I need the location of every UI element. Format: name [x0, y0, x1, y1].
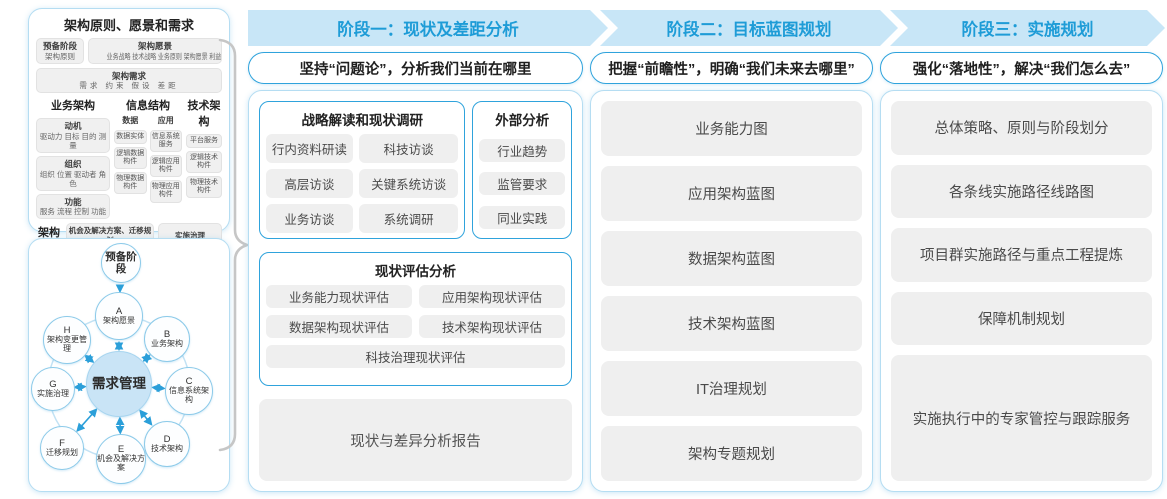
technology-architecture-column: 技术架构 平台服务 逻辑技术构件 物理技术构件 — [186, 96, 222, 199]
motivation-items: 驱动力 目标 目的 测量 — [39, 131, 107, 150]
motivation-title: 动机 — [64, 121, 82, 132]
data-cell: 数据实体 — [114, 130, 147, 145]
phase3-item: 各条线实施路径线路图 — [891, 164, 1152, 219]
external-item: 行业趋势 — [479, 138, 565, 162]
phase3-content-panel: 总体策略、原则与阶段划分 各条线实施路径线路图 项目群实施路径与重点工程提炼 保… — [880, 90, 1163, 492]
research-item: 行内资料研读 — [266, 134, 353, 163]
adm-center-circle: 需求管理 — [86, 351, 152, 417]
phase2-item: 应用架构蓝图 — [601, 166, 862, 221]
phase3-item: 保障机制规划 — [891, 291, 1152, 346]
adm-prep-label: 预备阶段 — [105, 250, 137, 275]
application-cell: 物理应用构件 — [149, 180, 182, 203]
function-title: 功能 — [64, 196, 82, 207]
technology-cell: 平台服务 — [186, 134, 222, 149]
adm-prep-circle: 预备阶段 — [101, 243, 141, 283]
phase3-item: 项目群实施路径与重点工程提炼 — [891, 228, 1152, 282]
prep-title: 预备阶段 — [42, 41, 77, 51]
application-subcolumn: 应用 信息系统服务 逻辑应用构件 物理应用构件 — [149, 115, 182, 203]
phase-header-band: 阶段一：现状及差距分析 阶段二：目标蓝图规划 阶段三：实施规划 — [248, 10, 1167, 46]
information-structure-column: 信息结构 数据 数据实体 逻辑数据构件 物理数据构件 应用 信息系统服务 逻辑应… — [114, 96, 182, 203]
application-cell: 逻辑应用构件 — [149, 155, 182, 178]
business-architecture-column: 业务架构 动机 驱动力 目标 目的 测量 组织 组织 位置 驱动者 角色 功能 … — [36, 96, 110, 220]
phase2-header: 阶段二：目标蓝图规划 — [666, 21, 832, 39]
req-items: 需求 约束 假设 差距 — [79, 81, 179, 91]
architecture-requirements-box: 架构需求 需求 约束 假设 差距 — [36, 67, 222, 94]
research-item: 业务访谈 — [266, 204, 353, 233]
assessment-item: 数据架构现状评估 — [266, 315, 412, 338]
phase-band-arrows — [248, 10, 1165, 46]
function-items: 服务 流程 控制 功能 — [39, 207, 107, 217]
business-architecture-title: 业务架构 — [51, 100, 95, 113]
phase3-item: 实施执行中的专家管控与跟踪服务 — [891, 355, 1152, 482]
external-analysis-group: 外部分析 行业趋势 监管要求 同业实践 — [472, 101, 572, 239]
phase2-subtitle: 把握“前瞻性”，明确“我们未来去哪里” — [590, 52, 873, 84]
information-structure-title: 信息结构 — [126, 100, 170, 113]
technology-architecture-title: 技术架构 — [187, 100, 221, 129]
research-group-title: 战略解读和现状调研 — [301, 113, 423, 128]
architecture-framework-panel: 架构原则、愿景和需求 预备阶段 架构原则 架构愿景 业务战略 技术战略 业务原则… — [28, 8, 230, 257]
assessment-item: 应用架构现状评估 — [419, 285, 565, 308]
vision-title: 架构愿景 — [137, 41, 172, 51]
data-subcolumn: 数据 数据实体 逻辑数据构件 物理数据构件 — [114, 115, 147, 202]
assessment-item-full: 科技治理现状评估 — [266, 345, 565, 368]
external-group-title: 外部分析 — [495, 113, 550, 128]
motivation-box: 动机 驱动力 目标 目的 测量 — [36, 118, 110, 153]
technology-cell: 逻辑技术构件 — [186, 151, 222, 174]
research-item: 高层访谈 — [266, 169, 353, 198]
external-item: 同业实践 — [479, 205, 565, 229]
adm-center-label: 需求管理 — [92, 375, 146, 391]
prep-sub: 架构原则 — [45, 51, 75, 61]
phase2-item: IT治理规划 — [601, 361, 862, 416]
assessment-group-title: 现状评估分析 — [375, 264, 456, 279]
external-item: 监管要求 — [479, 172, 565, 195]
data-cell: 逻辑数据构件 — [114, 147, 147, 170]
function-box: 功能 服务 流程 控制 功能 — [36, 193, 110, 220]
application-cell: 信息系统服务 — [149, 130, 182, 153]
phase1-header: 阶段一：现状及差距分析 — [337, 21, 519, 39]
research-item: 关键系统访谈 — [358, 169, 459, 198]
phase1-content-panel: 战略解读和现状调研 行内资料研读 科技访谈 高层访谈 关键系统访谈 业务访谈 系… — [248, 90, 583, 492]
organization-items: 组织 位置 驱动者 角色 — [39, 169, 107, 188]
research-item: 科技访谈 — [358, 134, 459, 163]
assessment-item: 业务能力现状评估 — [266, 285, 412, 308]
data-title: 数据 — [122, 116, 139, 126]
technology-cell: 物理技术构件 — [186, 176, 222, 199]
phase1-subtitle: 坚持“问题论”，分析我们当前在哪里 — [248, 52, 583, 84]
gap-analysis-report-box: 现状与差异分析报告 — [259, 399, 572, 481]
architecture-vision-box: 架构愿景 业务战略 技术战略 业务原则 架构愿景 利益相关者 — [88, 38, 222, 64]
assessment-item: 技术架构现状评估 — [419, 315, 565, 338]
phase3-subtitle: 强化“落地性”，解决“我们怎么去” — [880, 52, 1163, 84]
phase2-content-panel: 业务能力图 应用架构蓝图 数据架构蓝图 技术架构蓝图 IT治理规划 架构专题规划 — [590, 90, 873, 492]
research-item: 系统调研 — [358, 204, 459, 233]
assessment-group: 现状评估分析 业务能力现状评估 应用架构现状评估 数据架构现状评估 技术架构现状… — [259, 252, 572, 386]
framework-row-prep-vision: 预备阶段 架构原则 架构愿景 业务战略 技术战略 业务原则 架构愿景 利益相关者 — [36, 38, 222, 64]
phase2-item: 技术架构蓝图 — [601, 296, 862, 351]
framework-columns: 业务架构 动机 驱动力 目标 目的 测量 组织 组织 位置 驱动者 角色 功能 … — [36, 96, 222, 220]
organization-box: 组织 组织 位置 驱动者 角色 — [36, 155, 110, 191]
phase3-item: 总体策略、原则与阶段划分 — [891, 101, 1152, 155]
prep-phase-box: 预备阶段 架构原则 — [36, 38, 84, 64]
brace-connector — [218, 38, 252, 452]
phase3-header: 阶段三：实施规划 — [961, 21, 1094, 39]
vision-items: 业务战略 技术战略 业务原则 架构愿景 利益相关者 — [106, 51, 222, 61]
organization-title: 组织 — [64, 158, 82, 169]
phase2-item: 数据架构蓝图 — [601, 231, 862, 286]
data-cell: 物理数据构件 — [114, 172, 147, 195]
req-title: 架构需求 — [111, 70, 146, 81]
governance-title: 实施治理 — [175, 230, 205, 240]
phase2-item: 架构专题规划 — [601, 426, 862, 481]
research-group: 战略解读和现状调研 行内资料研读 科技访谈 高层访谈 关键系统访谈 业务访谈 系… — [259, 101, 466, 239]
application-title: 应用 — [157, 116, 174, 126]
phase2-item: 业务能力图 — [601, 101, 862, 156]
framework-title: 架构原则、愿景和需求 — [63, 18, 194, 33]
